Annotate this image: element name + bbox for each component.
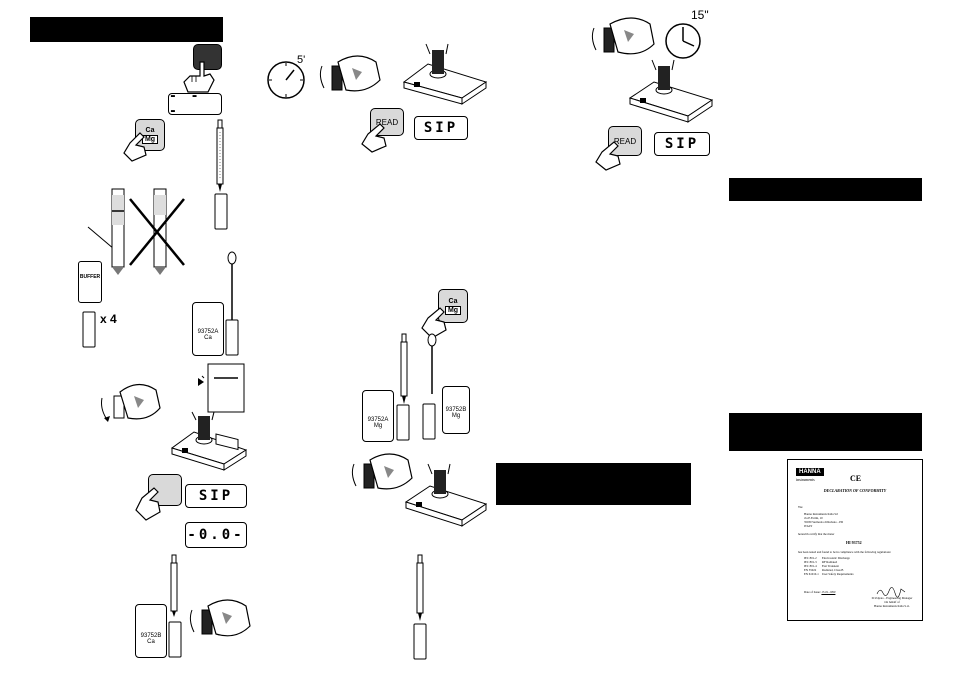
declaration-of-conformity: HANNA instruments CE DECLARATION OF CONF… — [787, 459, 923, 621]
syringe-reading-illustration — [87, 188, 185, 275]
doc-title: DECLARATION OF CONFORMITY — [823, 488, 887, 493]
bottle-code: 93752B — [445, 407, 467, 413]
header-bar-2 — [496, 463, 691, 505]
address-block: Hanna Instruments Italia Srl via E.Fermi… — [804, 512, 843, 528]
hand-shaking-cuvette-icon — [189, 599, 251, 637]
signer-name: D.Volpato - Engineering Manager — [871, 596, 913, 600]
pipette-icon — [427, 333, 437, 394]
timer-label: 5' — [297, 54, 306, 66]
date-value: 15-01-1999 — [821, 590, 836, 594]
header-bar-1 — [30, 17, 223, 42]
multiplier-text: x 4 — [100, 312, 117, 326]
cuvette-icon — [225, 319, 239, 356]
lcd-display-sip: SIP — [185, 484, 247, 508]
bottle-name: Mg — [451, 413, 461, 419]
company-sign: Hanna Instruments Italia S.r.l. — [874, 604, 910, 608]
tested-text: has been tested and found to be in compl… — [798, 550, 892, 554]
cuvette-icon — [396, 404, 410, 441]
country: ITALY — [804, 524, 813, 528]
certify-text: herewith certify that the meter — [798, 532, 835, 536]
hand-shaking-cuvette-icon — [319, 55, 381, 92]
signature — [876, 587, 906, 598]
meter-insert-cuvette-icon — [404, 463, 488, 527]
pipette-icon — [227, 251, 237, 320]
cuvette-icon — [168, 621, 182, 658]
timer-label: 15" — [691, 8, 709, 22]
syringe-icon — [416, 554, 424, 621]
ca-key-label: Ca — [145, 126, 155, 134]
header-bar-4 — [729, 413, 922, 451]
buffer-bottle: BUFFER — [78, 261, 102, 303]
hand-pressing-icon — [361, 123, 387, 153]
street: via E.Fermi, 10 — [804, 516, 823, 520]
hand-pressing-icon — [421, 307, 447, 339]
signer-block: D.Volpato - Engineering Manager On behal… — [864, 596, 920, 608]
timer-clock-icon — [267, 61, 305, 99]
doc-we: We — [798, 505, 803, 509]
ce-mark: CE — [850, 474, 862, 483]
lcd-display-zero: -0.0- — [185, 522, 247, 548]
bottle-code: 93752A — [367, 417, 389, 423]
cuvette-icon — [413, 623, 427, 660]
city: 35030 Sarmeola di Rubano - PD — [804, 520, 844, 524]
hand-shaking-cuvette-icon — [101, 383, 161, 422]
reagent-bottle-93752b-ca: 93752B Ca — [135, 604, 167, 658]
cuvette-icon — [82, 311, 96, 348]
meter-insert-cuvette-icon — [170, 411, 248, 471]
buffer-label: BUFFER — [79, 274, 101, 280]
bottle-code: 93752B — [140, 633, 162, 639]
hanna-logo: HANNA — [796, 468, 824, 476]
hand-pressing-icon — [123, 132, 147, 162]
bottle-name: Ca — [147, 639, 155, 645]
hand-shaking-cuvette-icon — [351, 453, 413, 490]
syringe-icon — [170, 554, 178, 617]
date-of-issue: Date of Issue: 15-01-1999 — [804, 590, 835, 594]
lcd-display-sip: SIP — [654, 132, 710, 156]
ca-mg-key[interactable]: Ca Mg — [438, 289, 468, 323]
mg-key-label: Mg — [444, 305, 462, 315]
brand-name: HANNA — [796, 468, 824, 476]
bottle-name: Mg — [373, 423, 383, 429]
model-number: HI 93752 — [846, 540, 862, 545]
bottle-code: 93752A — [197, 329, 219, 335]
reagent-bottle-93752a-mg: 93752A Mg — [362, 390, 394, 442]
reagent-bottle-93752a-ca: 93752A Ca — [192, 302, 224, 356]
date-label: Date of Issue: — [804, 590, 821, 594]
meter-insert-cuvette-icon — [628, 59, 714, 123]
timer-clock-icon — [665, 23, 701, 59]
power-key[interactable] — [193, 44, 222, 70]
cuvette-icon — [214, 193, 228, 230]
company: Hanna Instruments Italia Srl — [804, 512, 838, 516]
ca-key-label: Ca — [448, 297, 458, 305]
cuvette-icon — [422, 403, 436, 440]
lcd-display-sip: SIP — [414, 116, 468, 140]
brand-sub: instruments — [796, 477, 815, 482]
hand-pressing-icon — [135, 487, 161, 521]
syringe-icon — [400, 333, 408, 404]
header-bar-3 — [729, 178, 922, 201]
reagent-bottle-93752b-mg: 93752B Mg — [442, 386, 470, 434]
meter-insert-cuvette-icon — [402, 43, 488, 105]
syringe-icon — [216, 119, 224, 192]
hand-pressing-icon — [595, 141, 621, 171]
hand-shaking-cuvette-icon — [591, 17, 655, 55]
on-behalf: On behalf of — [884, 600, 900, 604]
hand-pressing-icon — [183, 61, 215, 93]
lcd-display-dashes: - - - — [168, 89, 222, 119]
bottle-name: Ca — [204, 335, 212, 341]
cuvette-fill-level-illustration — [198, 363, 245, 413]
